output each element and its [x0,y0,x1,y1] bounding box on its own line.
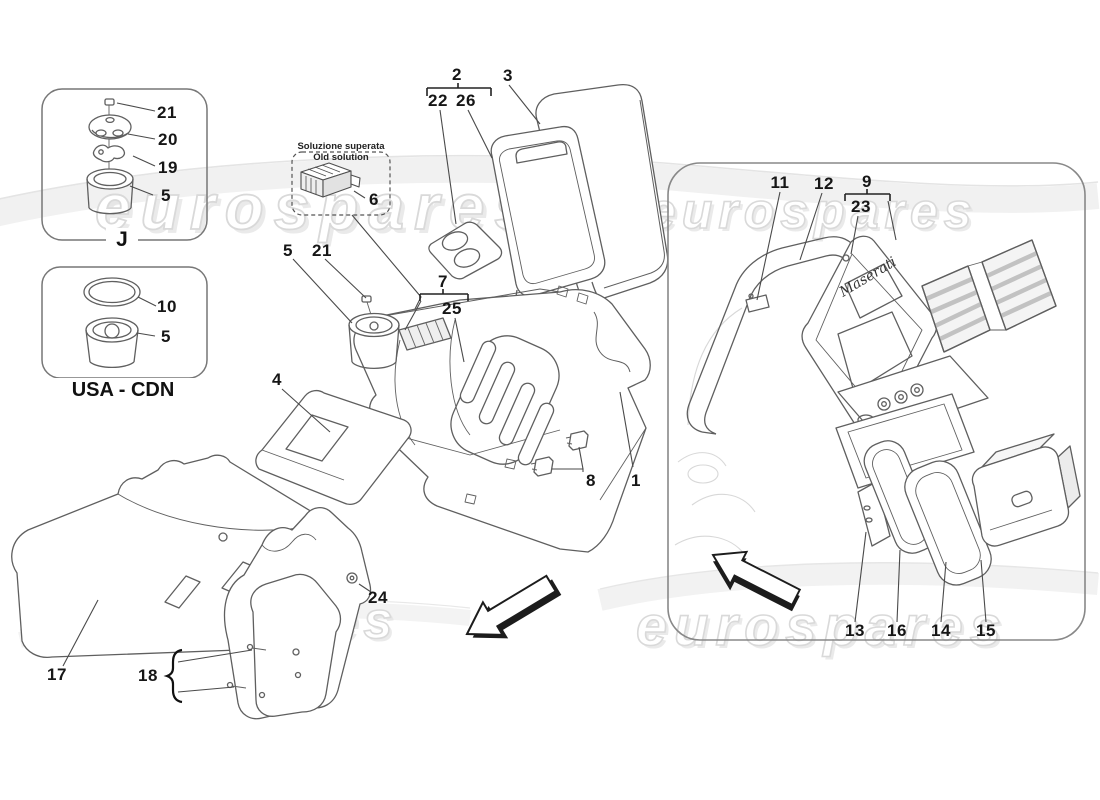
watermark-shadow-2: eurospares [651,186,981,242]
callout-j-box-20: 20 [158,130,178,149]
cup-part-5 [86,168,134,215]
callout-lid-group-3: 3 [503,66,513,85]
callout-rear-box-12: 12 [814,174,834,193]
trim-panel-part-4 [255,389,412,505]
rear-console-box [667,162,1086,641]
lid-leaders [439,84,541,225]
lid-part-10 [83,277,141,307]
watermark-text-4: eurospares [636,594,1008,657]
cup-part-5-usa [85,317,139,369]
clip-part-8b [565,430,589,451]
j-label-bg [106,228,138,249]
cup-tray-part-22 [428,221,503,280]
callout-rear-box-14: 14 [931,621,951,640]
callout-console-8: 8 [586,471,596,490]
callout-rear-box-13: 13 [845,621,865,640]
callout-trim-17: 17 [47,665,67,684]
j-box-label: J [116,228,128,251]
clip-part-8a [530,456,554,477]
callout-console-21: 21 [312,241,332,260]
console-bracket-7 [419,289,469,301]
console-leaders [281,258,634,472]
latch-part-11 [745,293,770,313]
rear-leaders [756,191,987,623]
vent-grille-part-7 [398,317,452,351]
direction-arrow-main [465,574,562,639]
frame-part-14 [904,460,992,586]
usa-cdn-leaders [136,296,157,337]
callout-old-solution-6: 6 [369,190,379,209]
usa-cdn-label: USA - CDN [72,379,175,401]
callout-console-7: 7 [438,272,448,291]
ghost-sketch [674,307,756,556]
gear-gaiter-part-25 [450,335,560,466]
callout-trim-18: 18 [138,666,158,685]
vent-grilles [921,239,1057,353]
callout-j-box-19: 19 [158,158,178,177]
callout-lid-group-22: 22 [428,91,448,110]
callout-console-4: 4 [272,370,282,389]
callout-trim-24: 24 [368,588,388,607]
ashtray-plate-part-20 [88,114,132,140]
old-solution-text-it: Soluzione superata [297,141,385,152]
bin-part-15 [971,433,1081,547]
callout-rear-box-9: 9 [862,172,872,191]
usa-label-bg [50,378,196,401]
direction-arrow-box [711,550,802,612]
console-tunnel-part-1 [353,285,651,553]
trim-panels-art [11,454,372,720]
callout-console-25: 25 [442,299,462,318]
callout-usa-box-10: 10 [157,297,177,316]
spring-clip-part-19 [92,144,126,163]
usa-cdn-art [83,277,141,369]
lid-liner-part-26 [490,125,608,319]
callout-rear-box-11: 11 [770,173,790,192]
watermark-text-2: eurospares [648,183,978,239]
callout-console-5: 5 [283,241,293,260]
callout-lid-group-2: 2 [452,65,462,84]
rear-art [686,235,1081,586]
bracket-part-13 [857,481,891,547]
callout-console-1: 1 [631,471,641,490]
callout-usa-box-5: 5 [161,327,171,346]
callout-lid-group-26: 26 [456,91,476,110]
watermark-shadow-4: eurospares [639,597,1011,660]
callout-rear-box-23: 23 [851,197,871,216]
ashtray-cup-part-5-console [348,295,400,369]
j-box-leaders [116,102,156,196]
callout-rear-box-15: 15 [976,621,996,640]
old-solution-text-en: Old solution [313,152,369,163]
callout-j-box-5: 5 [161,186,171,205]
inner-trim-part-18 [226,573,342,717]
j-box-art [86,98,134,215]
lid-bracket-2 [426,83,492,96]
callout-j-box-21: 21 [157,103,177,122]
callout-rear-box-16: 16 [887,621,907,640]
console-art [255,285,651,553]
trim-leaders [62,583,372,704]
rear-bracket-9 [844,189,891,201]
connector-part-6 [300,162,361,198]
